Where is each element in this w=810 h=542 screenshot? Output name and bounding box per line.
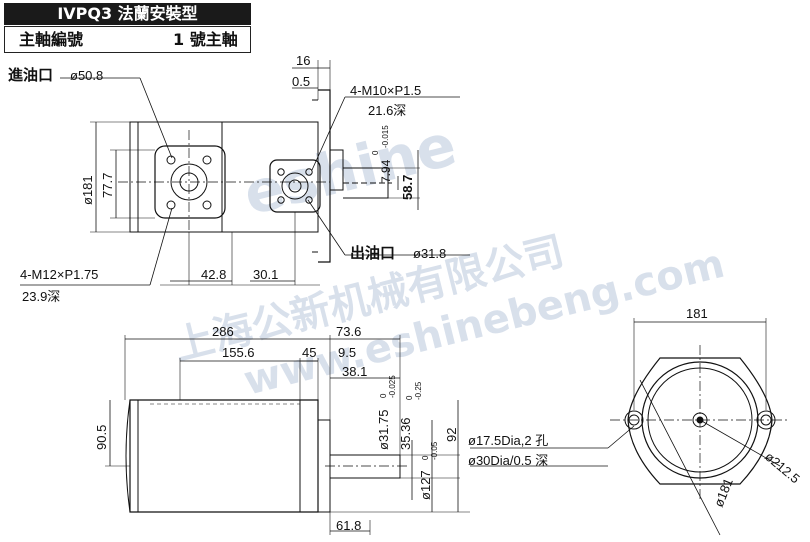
front-view-labels: 進油口 ø50.8 16 0.5 4-M10×P1.5 21.6深 7.94 0… [8,53,446,304]
thread-m12: 4-M12×P1.75 [20,267,98,282]
dim-38-1: 38.1 [342,364,367,379]
hole-note-2: ø30Dia/0.5 深 [468,453,548,468]
tol-7-94-upper: 0 [371,150,380,155]
side-view-labels: 286 73.6 155.6 45 9.5 38.1 90.5 ø31.75 0… [94,324,459,533]
shaft-value: 1 號主軸 [173,30,238,49]
dim-31-75: ø31.75 [376,410,391,450]
dim-16: 16 [296,53,310,68]
dim-9-5: 9.5 [338,345,356,360]
dim-30-1: 30.1 [253,267,278,282]
tol-35-36-upper: 0 [405,395,414,400]
dim-181-top: 181 [686,306,708,321]
dim-155-6: 155.6 [222,345,255,360]
watermark: eshine 上海公新机械有限公司 www.eshinebeng.com [169,110,729,404]
dim-58-7: 58.7 [400,175,415,200]
shaft-row: 主軸編號 1 號主軸 [4,26,251,53]
dim-61-8: 61.8 [336,518,361,533]
side-view [105,335,470,535]
tol-127-upper: 0 [421,455,430,460]
dim-92: 92 [444,428,459,442]
tol-31-75-lower: -0.025 [388,375,397,398]
end-view [470,318,790,536]
dim-127: ø127 [418,470,433,500]
tol-35-36-lower: -0.25 [414,381,423,400]
dim-35-36: 35.36 [398,417,413,450]
model-title: IVPQ3 法蘭安裝型 [57,4,198,23]
dim-0-5: 0.5 [292,74,310,89]
dim-73-6: 73.6 [336,324,361,339]
outlet-size: ø31.8 [413,246,446,261]
tol-7-94-lower: -0.015 [381,125,390,148]
thread-m10: 4-M10×P1.5 [350,83,421,98]
dim-45: 45 [302,345,316,360]
tol-31-75-upper: 0 [379,393,388,398]
dim-286: 286 [212,324,234,339]
outlet-label: 出油口 [350,244,395,262]
depth-21-6: 21.6深 [368,103,406,118]
dim-42-8: 42.8 [201,267,226,282]
front-view [20,60,470,286]
hole-note-1: ø17.5Dia,2 孔 [468,433,548,448]
depth-23-9: 23.9深 [22,289,60,304]
dim-181: ø181 [80,175,95,205]
shaft-label: 主軸編號 [19,30,84,49]
inlet-label: 進油口 [8,66,53,84]
dim-212-5: ø212.5 [762,449,803,487]
dim-77-7: 77.7 [100,173,115,198]
inlet-size: ø50.8 [70,68,103,83]
dim-7-94: 7.94 [379,159,393,183]
title-bar: IVPQ3 法蘭安裝型 [4,3,251,25]
dim-90-5: 90.5 [94,425,109,450]
tol-127-lower: -0.05 [430,441,439,460]
watermark-brand: eshine [237,110,463,228]
dim-181-diag: ø181 [711,476,736,509]
